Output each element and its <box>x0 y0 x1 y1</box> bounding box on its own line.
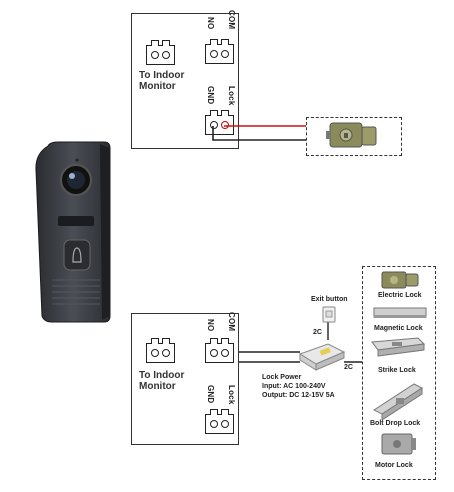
bottom-lock-label: Lock <box>227 385 236 405</box>
lock-electric-image <box>381 271 419 289</box>
bottom-no-label: NO <box>206 319 215 332</box>
lock-magnetic-label: Magnetic Lock <box>374 325 423 332</box>
bottom-monitor-connector <box>146 338 175 363</box>
power-title: Lock Power <box>262 374 302 381</box>
lock-bolt-drop-image <box>372 383 424 420</box>
exit-button-label: Exit button <box>311 296 348 303</box>
power-supply-image <box>298 343 346 371</box>
bottom-gnd-label: GND <box>206 385 215 404</box>
bottom-relay-connector <box>205 338 234 363</box>
lock-bolt-drop-label: Bolt Drop Lock <box>370 420 421 427</box>
bottom-lock-connector <box>205 409 234 434</box>
lock-wire-label: 2C <box>344 364 353 371</box>
electric-lock-image <box>326 122 377 148</box>
top-panel <box>131 13 239 149</box>
doorbell-device <box>35 141 111 323</box>
lock-strike-label: Strike Lock <box>378 367 416 374</box>
power-input: Input: AC 100-240V <box>262 383 326 390</box>
lock-magnetic-image <box>373 307 427 318</box>
top-monitor-label: To Indoor Monitor <box>139 70 185 92</box>
exit-button-icon <box>322 306 336 323</box>
lock-strike-image <box>371 337 426 357</box>
lock-motor-image <box>381 433 416 455</box>
exit-wire-label: 2C <box>313 329 322 336</box>
top-relay-connector <box>205 39 234 64</box>
lock-motor-label: Motor Lock <box>375 462 413 469</box>
bottom-monitor-label: To Indoor Monitor <box>139 370 185 392</box>
lock-types-box <box>362 266 436 480</box>
top-monitor-connector <box>146 40 175 65</box>
top-lock-box <box>306 117 402 156</box>
bottom-com-label: COM <box>227 312 236 332</box>
power-output: Output: DC 12-15V 5A <box>262 392 335 399</box>
lock-electric-label: Electric Lock <box>378 292 422 299</box>
